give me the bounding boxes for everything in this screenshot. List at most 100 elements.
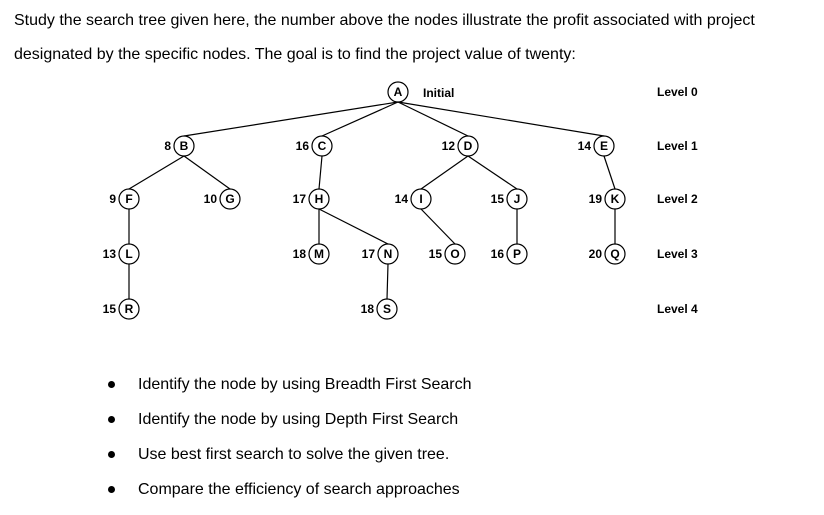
tree-node-C: C 16 <box>296 135 333 157</box>
node-circle <box>173 135 195 157</box>
tree-node-B: B8 <box>164 135 195 157</box>
node-profit-value: 16 <box>296 139 310 153</box>
intro-line-2: designated by the specific nodes. The go… <box>14 46 576 63</box>
node-letter: J <box>514 192 521 206</box>
node-letter: C <box>318 139 327 153</box>
node-profit-value: 15 <box>103 302 117 316</box>
node-circle <box>604 243 626 265</box>
edge-I-O <box>420 208 456 245</box>
node-profit-value: 19 <box>589 192 603 206</box>
tree-node-I: I14 <box>395 188 432 210</box>
edge-B-G <box>183 155 231 190</box>
node-circle <box>410 188 432 210</box>
tree-node-Q: Q 20 <box>589 243 626 265</box>
edge-B-F <box>128 155 185 190</box>
node-letter: H <box>315 192 324 206</box>
node-circle <box>387 81 409 103</box>
tree-node-S: S 18 <box>361 298 398 320</box>
tree-node-J: J 15 <box>491 188 528 210</box>
edge-A-E <box>397 101 605 137</box>
level-label-1: Level 1 <box>657 139 698 153</box>
node-circle <box>457 135 479 157</box>
node-letter: S <box>383 302 391 316</box>
node-circle <box>308 243 330 265</box>
node-circle <box>377 243 399 265</box>
edge-D-J <box>467 155 518 190</box>
edge-D-I <box>420 155 469 190</box>
tree-node-H: H 17 <box>293 188 330 210</box>
node-profit-value: 20 <box>589 247 603 261</box>
task-text: Identify the node by using Breadth First… <box>138 376 472 393</box>
node-letter: F <box>125 192 132 206</box>
edge-A-B <box>183 101 399 137</box>
task-item: Use best first search to solve the given… <box>104 440 472 475</box>
node-circle <box>604 188 626 210</box>
node-letter: I <box>419 192 422 206</box>
node-profit-value: 17 <box>362 247 376 261</box>
node-circle <box>308 188 330 210</box>
edge-A-D <box>397 101 469 137</box>
node-circle <box>593 135 615 157</box>
bullet-icon <box>108 451 115 458</box>
level-label-3: Level 3 <box>657 247 698 261</box>
tree-node-K: K 19 <box>589 188 626 210</box>
tree-node-R: R 15 <box>103 298 140 320</box>
task-text: Compare the efficiency of search approac… <box>138 481 460 498</box>
task-item: Identify the node by using Depth First S… <box>104 405 472 440</box>
tree-node-L: L13 <box>103 243 140 265</box>
node-letter: E <box>600 139 608 153</box>
level-label-4: Level 4 <box>657 302 698 316</box>
tree-node-N: N17 <box>362 243 399 265</box>
node-circle <box>444 243 466 265</box>
tree-node-F: F9 <box>109 188 140 210</box>
node-circle <box>311 135 333 157</box>
node-profit-value: 16 <box>491 247 505 261</box>
node-profit-value: 14 <box>578 139 592 153</box>
edge-E-K <box>603 155 616 190</box>
tree-node-M: M18 <box>293 243 330 265</box>
tree-node-G: G 10 <box>204 188 241 210</box>
bullet-icon <box>108 381 115 388</box>
edge-H-N <box>318 208 389 245</box>
node-letter: P <box>513 247 521 261</box>
task-item: Compare the efficiency of search approac… <box>104 475 472 510</box>
bullet-icon <box>108 486 115 493</box>
node-circle <box>506 188 528 210</box>
edge-N-S <box>386 263 389 300</box>
intro-line-1: Study the search tree given here, the nu… <box>14 12 755 29</box>
node-letter: O <box>450 247 459 261</box>
root-initial-label: Initial <box>423 86 454 100</box>
tree-node-D: D12 <box>442 135 479 157</box>
node-profit-value: 15 <box>429 247 443 261</box>
level-label-0: Level 0 <box>657 85 698 99</box>
node-letter: L <box>125 247 132 261</box>
node-profit-value: 18 <box>361 302 375 316</box>
node-circle <box>118 243 140 265</box>
task-item: Identify the node by using Breadth First… <box>104 370 472 405</box>
node-letter: R <box>125 302 134 316</box>
node-circle <box>219 188 241 210</box>
node-profit-value: 15 <box>491 192 505 206</box>
node-letter: G <box>225 192 234 206</box>
node-letter: D <box>464 139 473 153</box>
node-circle <box>118 188 140 210</box>
node-circle <box>506 243 528 265</box>
node-profit-value: 18 <box>293 247 307 261</box>
edge-A-C <box>321 101 399 137</box>
intro-paragraph: Study the search tree given here, the nu… <box>14 4 814 72</box>
node-profit-value: 10 <box>204 192 218 206</box>
node-profit-value: 8 <box>164 139 171 153</box>
bullet-icon <box>108 416 115 423</box>
node-letter: K <box>611 192 620 206</box>
tree-node-O: O 15 <box>429 243 466 265</box>
node-profit-value: 17 <box>293 192 307 206</box>
node-profit-value: 9 <box>109 192 116 206</box>
task-text: Identify the node by using Depth First S… <box>138 411 459 428</box>
node-letter: A <box>394 85 403 99</box>
node-letter: Q <box>610 247 619 261</box>
tree-edges <box>128 101 616 300</box>
tree-node-P: P 16 <box>491 243 528 265</box>
